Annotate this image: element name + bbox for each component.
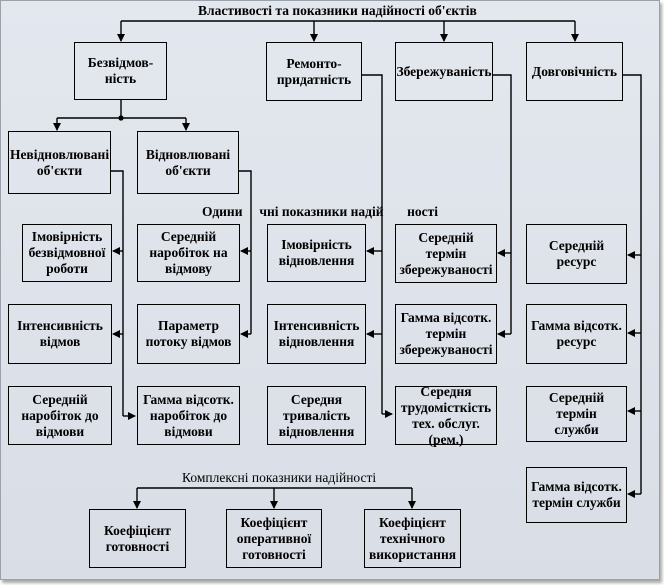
gamma-service-life-box: Гамма відсотк. термін служби: [526, 467, 627, 523]
mean-time-between-failures-box: Середній наробіток на відмову: [137, 224, 240, 282]
mean-resource-box: Середній ресурс: [526, 224, 627, 284]
failure-flow-box: Параметр потоку відмов: [137, 304, 240, 364]
mean-service-life-box: Середній термін служби: [526, 386, 627, 442]
operational-availability-coefficient-box: Коефіцієнт оперативної готовності: [226, 509, 322, 568]
availability-coefficient-box: Коефіцієнт готовності: [89, 509, 186, 568]
restorable-objects-box: Відновлювані об'єкти: [137, 131, 239, 194]
mean-restoration-time-box: Середня тривалість відновлення: [267, 386, 366, 445]
diagram-title: Властивості та показники надійності об'є…: [198, 3, 477, 18]
mean-storage-time-box: Середній термін збережуваності: [395, 224, 497, 283]
restoration-intensity-box: Інтенсивність відновлення: [267, 304, 366, 364]
non-restorable-objects-box: Невідновлювані об'єкти: [8, 131, 111, 194]
gamma-storage-time-box: Гамма відсотк. термін збережуваності: [395, 304, 497, 364]
prob-failure-free-box: Імовірність безвідмовної роботи: [22, 224, 112, 282]
single-indicators-label: Одини чні показники надій ності: [202, 204, 439, 219]
complex-indicators-label: Комплексні показники надійності: [182, 470, 377, 485]
mean-maintenance-labor-box: Середня трудомісткість тех. обслуг.(рем.…: [395, 384, 497, 447]
reliability-box: Безвідмов- ність: [74, 42, 167, 100]
durability-box: Довговічність: [526, 42, 623, 101]
mean-time-to-failure-box: Середній наробіток до відмови: [8, 386, 112, 445]
technical-utilization-coefficient-box: Коефіцієнт технічного використання: [364, 509, 461, 568]
gamma-resource-box: Гамма відсотк. ресурс: [526, 304, 627, 364]
maintainability-box: Ремонто- придатність: [266, 42, 362, 101]
failure-intensity-box: Інтенсивність відмов: [8, 304, 112, 364]
prob-restoration-box: Імовірність відновлення: [267, 224, 366, 282]
storability-box: Збережуваність: [395, 42, 493, 101]
gamma-time-to-failure-box: Гамма відсотк. наробіток до відмови: [137, 386, 240, 445]
